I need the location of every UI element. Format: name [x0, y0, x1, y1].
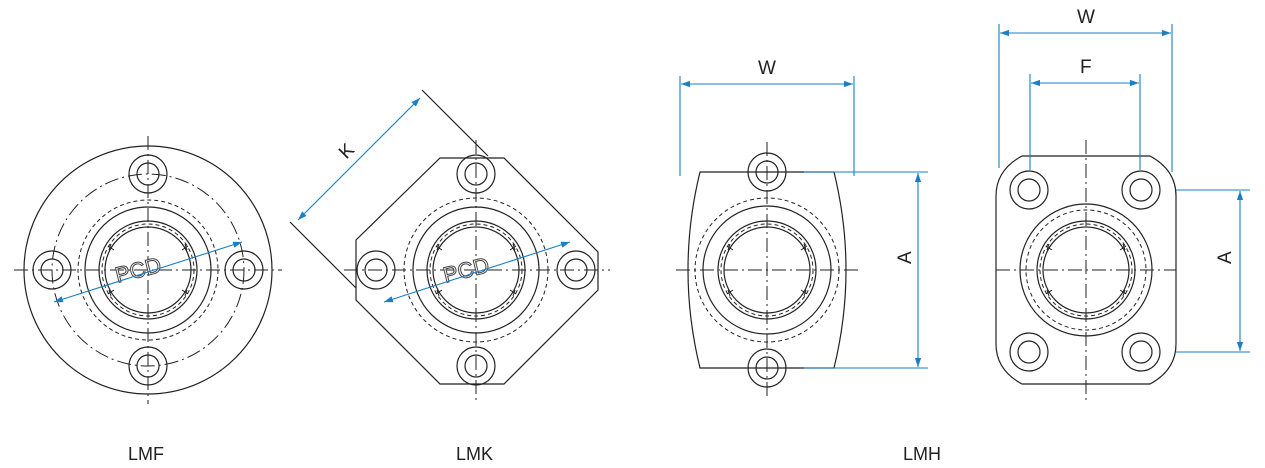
lmf-drawing: PCD LMF [14, 136, 282, 464]
lmh2-a-label: A [895, 251, 916, 264]
lmk-k-extension-1 [289, 221, 357, 289]
lmk-k-label: K [335, 139, 359, 163]
lmf-pcd-label: PCD [113, 252, 164, 287]
lmf-pcd-dimension [53, 241, 243, 303]
lmk-caption: LMK [456, 444, 493, 464]
lmf-caption: LMF [128, 444, 164, 464]
lmh2-w-label: W [758, 58, 776, 79]
lmk-flange-outline [355, 157, 599, 385]
lmh-caption: LMH [903, 444, 941, 464]
lmh4-f-label: F [1080, 57, 1092, 78]
lmh4-w-label: W [1077, 7, 1095, 28]
lmh4-a-label: A [1215, 251, 1236, 264]
lmh2-bolt-holes [747, 152, 787, 388]
lmk-pcd-dimension [383, 241, 571, 303]
lmh-four-hole-drawing: W F A [995, 7, 1250, 402]
lmh4-bolt-holes [1009, 170, 1161, 372]
lmh4-flange-outline [995, 155, 1177, 385]
lmh-two-hole-drawing: W A [676, 58, 928, 400]
lmk-k-extension-2 [421, 89, 489, 157]
lmk-k-dimension [297, 97, 421, 221]
lmh2-ball-marks [726, 243, 808, 297]
lmh4-ball-marks [1045, 243, 1127, 297]
lmk-drawing: PCD K LMK [289, 89, 610, 464]
